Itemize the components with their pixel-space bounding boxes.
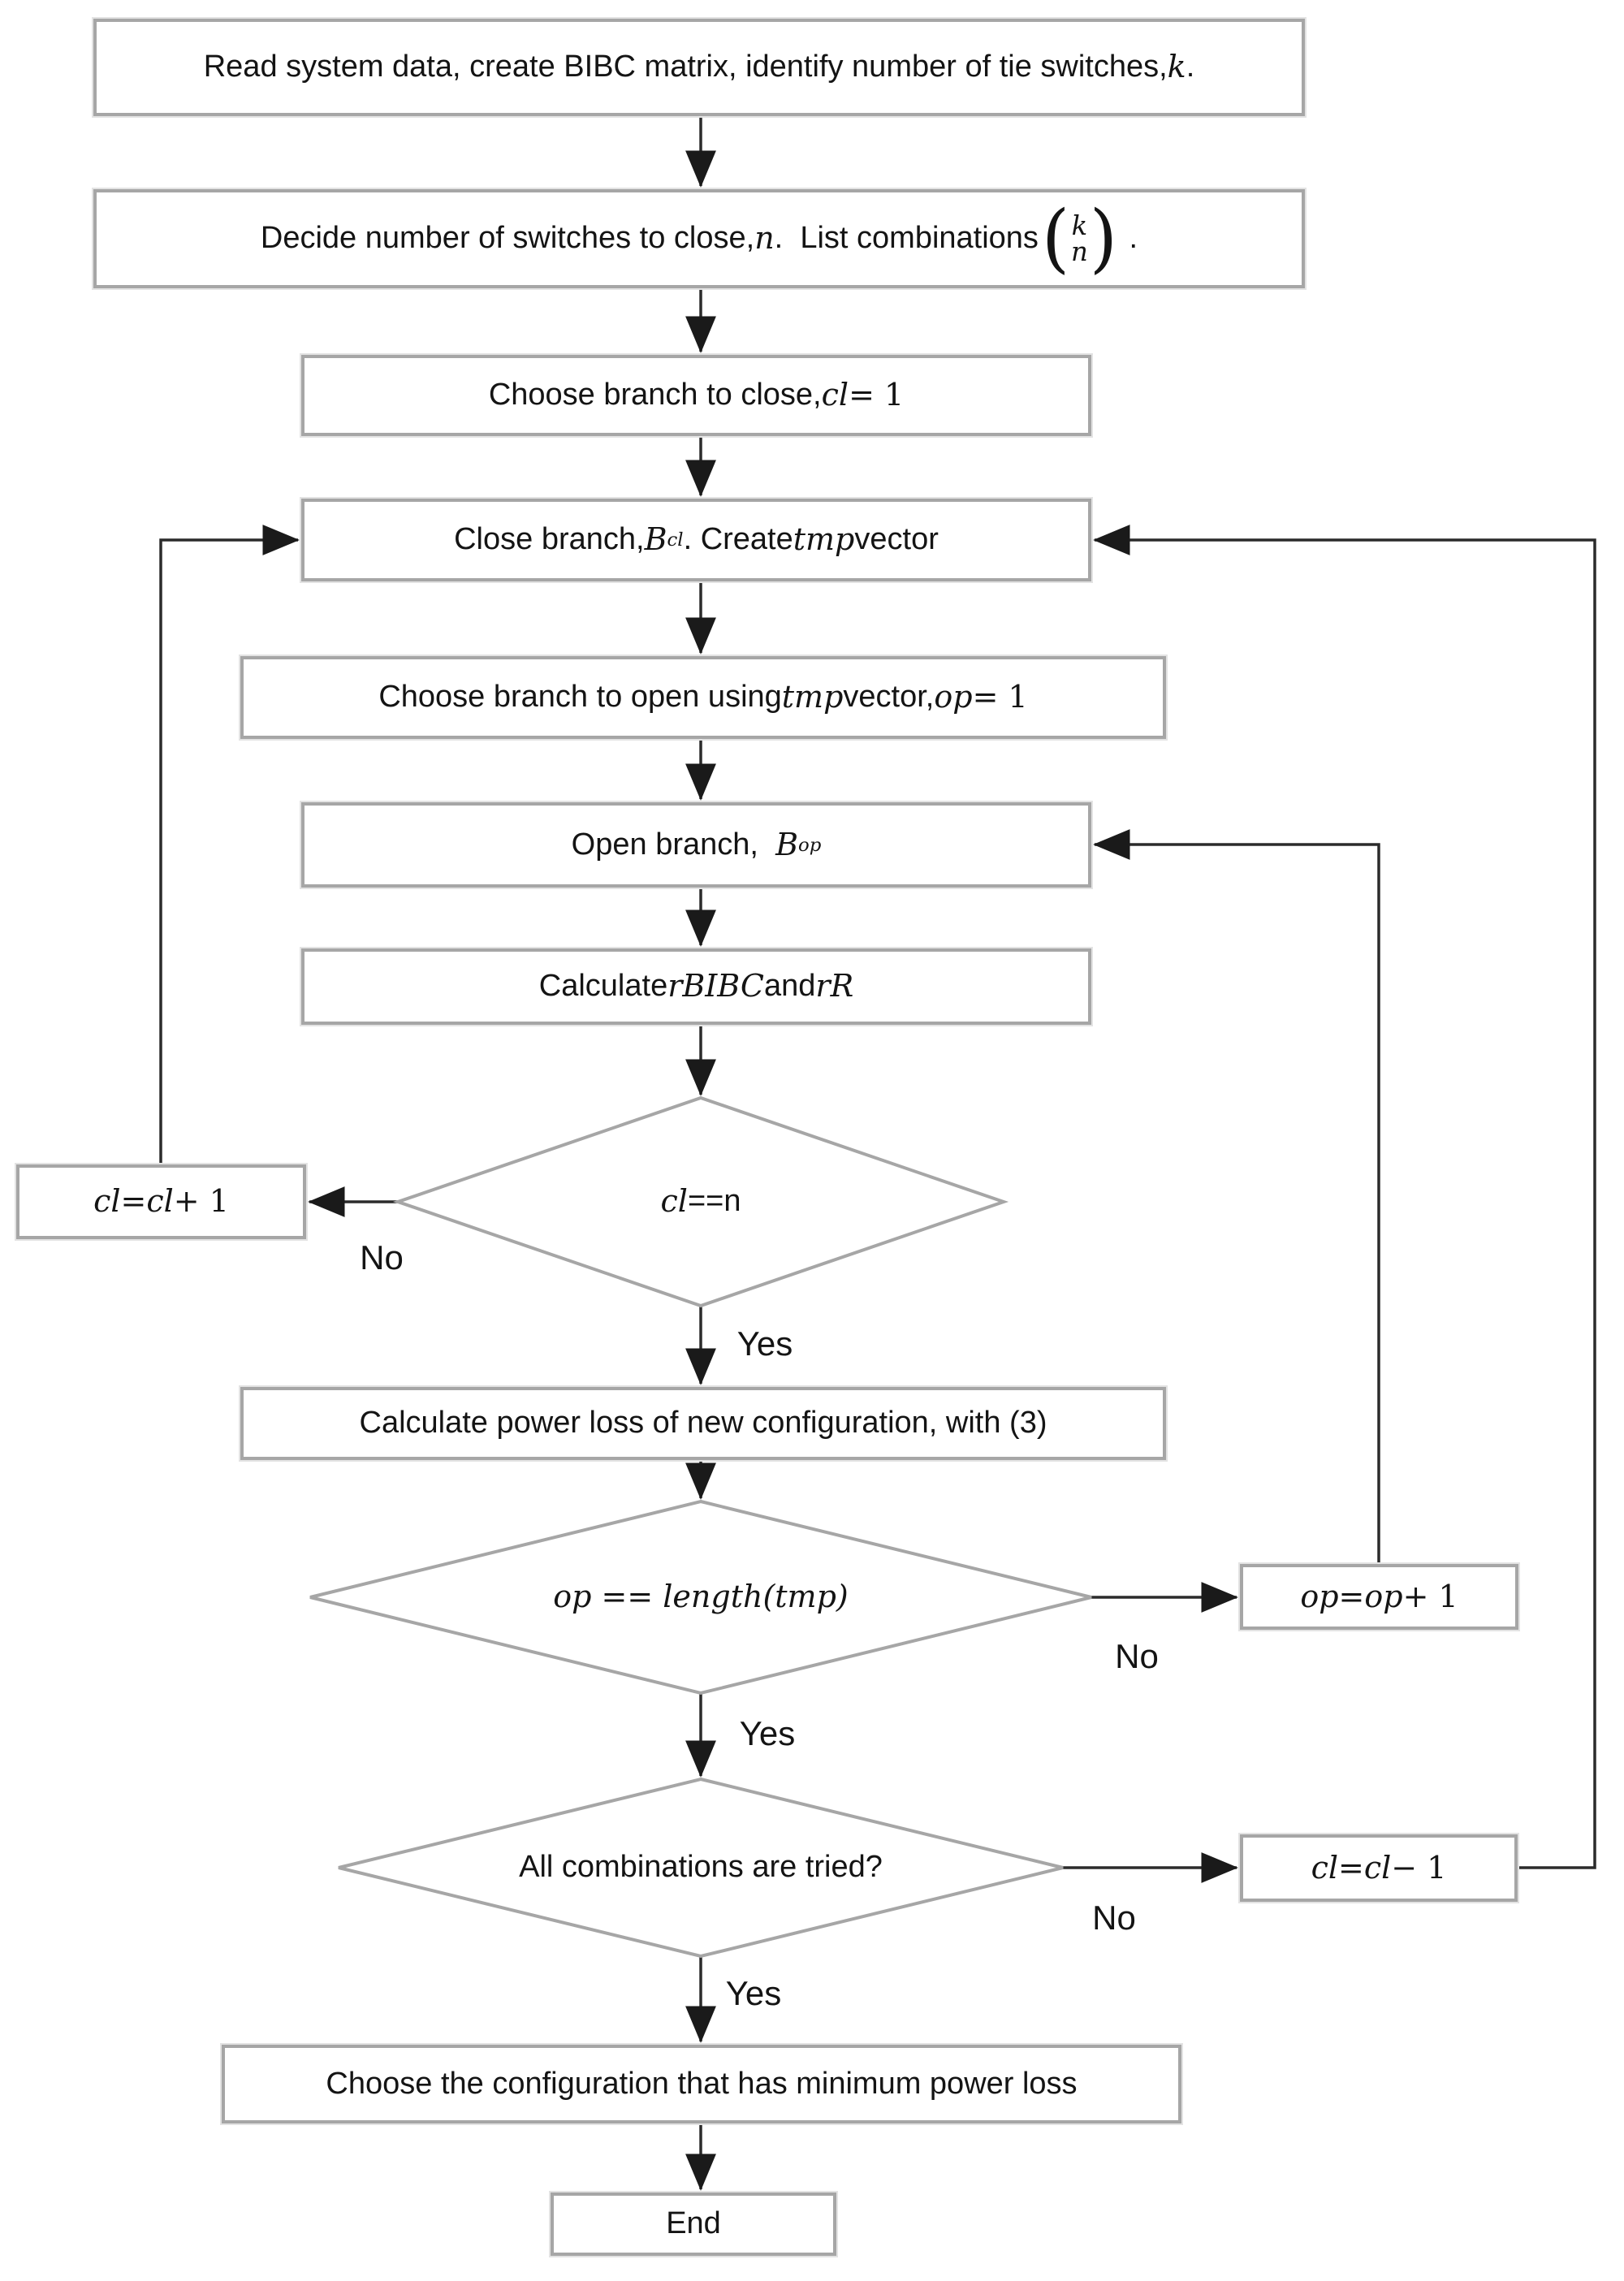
decision-cl-equals-n-text: cl ==n [398,1098,1004,1306]
label-decision-op-no: No [1115,1637,1159,1675]
math-run: tmp [781,679,844,715]
text-run: vector [854,522,939,557]
text-run: . [1186,50,1195,84]
text-run: Decide number of switches to close, [260,221,755,256]
math-run: op [934,679,973,715]
math-run: tmp [793,521,855,558]
process-choose-branch-open: Choose branch to open using tmp vector, … [240,656,1166,739]
text-run: End [666,2206,721,2241]
math-run: − 1 [1391,1849,1447,1886]
math-run: cl [93,1183,121,1220]
math-run: n [754,220,775,257]
math-run: + 1 [1402,1578,1458,1614]
math-run: k [1167,49,1186,85]
math-run: cl [1363,1849,1392,1886]
text-run: . [1120,221,1138,256]
text-run: Open branch, [571,827,776,862]
decision-op-equals-length-shape [309,1499,1092,1696]
label-decision-all-no: No [1092,1899,1136,1937]
text-run: ==n [687,1184,741,1219]
decision-all-combinations-shape [338,1777,1064,1959]
math-run: = 1 [972,679,1028,715]
process-cl-increment: cl = cl + 1 [16,1164,306,1239]
math-run: = [1338,1578,1365,1614]
text-run: Calculate [538,969,668,1004]
process-calc-rbibc: Calculate rBIBC and rR [301,948,1091,1025]
text-run: Choose branch to open using [378,680,782,715]
text-run: All combinations are tried? [519,1850,883,1885]
math-run: = 1 [849,377,905,413]
math-run: n [1071,235,1088,267]
process-op-increment: op = op + 1 [1240,1564,1518,1630]
process-choose-branch-close: Choose branch to close, cl = 1 [301,355,1091,436]
edge-cl-decrement-loop-to-close-branch [1093,525,1596,1869]
math-run: B [775,826,798,862]
text-run: Close branch, [454,522,645,557]
math-run: cl [1311,1849,1339,1886]
math-run: = [1338,1849,1364,1886]
paren-close: ) [1089,194,1117,282]
label-decision-op-yes: Yes [739,1714,796,1752]
text-run: Read system data, create BIBC matrix, id… [203,50,1168,84]
decision-cl-equals-n-shape [392,1095,1009,1308]
text-run: Calculate power loss of new configuratio… [359,1406,1047,1441]
math-run: = [120,1183,147,1220]
paren-open: ( [1041,194,1070,282]
edge-cl-increment-loop-to-close-branch [159,525,300,1164]
label-decision-all-yes: Yes [725,1974,782,2012]
text-run: . List combinations [774,221,1039,256]
process-calc-power-loss: Calculate power loss of new configuratio… [240,1387,1166,1460]
math-run: op [1300,1578,1339,1614]
text-run: . Create [683,522,793,557]
process-cl-decrement: cl = cl − 1 [1240,1834,1518,1902]
label-decision-cl-yes: Yes [736,1324,793,1363]
math-run: op [1364,1578,1403,1614]
math-run: cl [146,1183,174,1220]
math-run: rR [815,968,854,1004]
label-decision-cl-no: No [360,1238,404,1277]
math-run: k [1071,210,1088,241]
math-run: B [644,521,667,558]
math-run: rBIBC [667,968,765,1004]
process-read-system-data: Read system data, create BIBC matrix, id… [93,19,1305,116]
decision-op-equals-length-text: op == length(tmp) [310,1501,1091,1693]
decision-all-combinations-text: All combinations are tried? [339,1779,1063,1956]
process-choose-min-loss-config: Choose the configuration that has minimu… [222,2045,1181,2123]
process-decide-switches: Decide number of switches to close, n. L… [93,189,1305,288]
text-run: vector, [843,680,935,715]
text-run: and [764,969,816,1004]
math-run: cl [821,377,849,413]
math-run: + 1 [173,1183,229,1220]
text-run: Choose branch to close, [488,378,822,413]
edge-op-increment-loop-to-open-branch [1093,829,1380,1564]
text-run: Choose the configuration that has minimu… [326,2066,1078,2101]
math-run: op == length(tmp) [553,1579,849,1615]
terminator-end: End [551,2192,836,2256]
math-run: cl [660,1183,688,1220]
